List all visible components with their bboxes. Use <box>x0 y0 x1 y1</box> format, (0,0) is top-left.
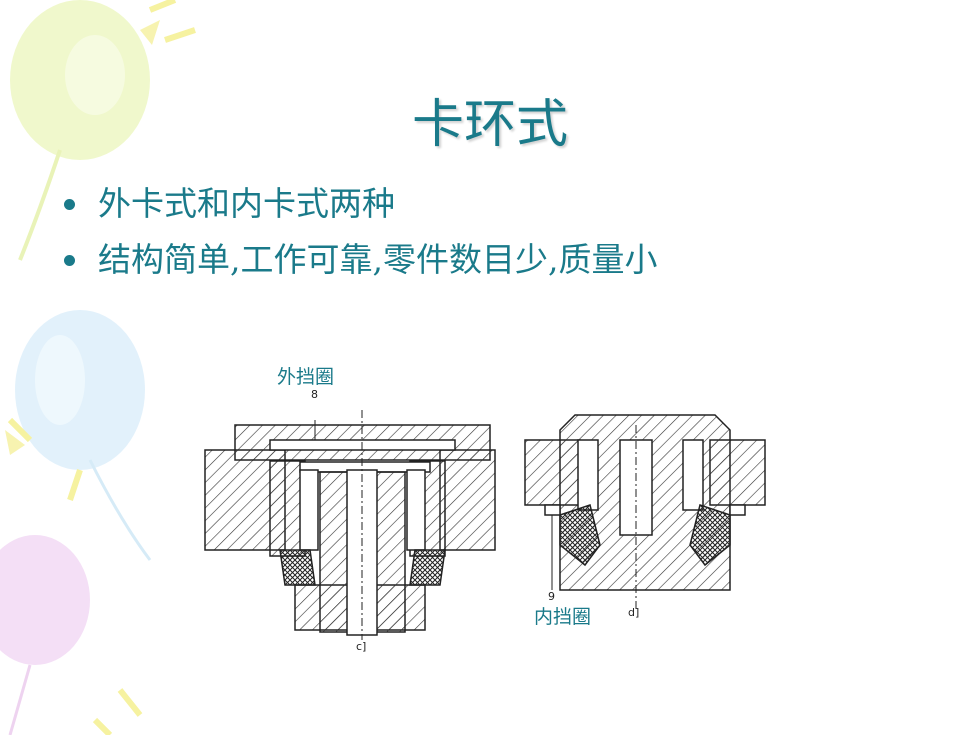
slide-title: 卡环式 <box>411 95 568 155</box>
bullet-text: 结构简单,工作可靠,零件数目少,质量小 <box>98 240 658 279</box>
outer-retaining-ring-label: 外挡圈 <box>277 366 335 388</box>
figure-caption: c] <box>356 640 367 653</box>
inner-retaining-ring-label: 内挡圈 <box>534 606 592 628</box>
bullet-text: 外卡式和内卡式两种 <box>98 184 395 223</box>
bullet-item: 结构简单,工作可靠,零件数目少,质量小 <box>62 238 657 294</box>
figure-caption: d] <box>628 606 640 619</box>
bullet-item: 外卡式和内卡式两种 <box>62 182 657 238</box>
part-number-label: 9 <box>548 590 555 603</box>
part-number-label: 8 <box>311 388 318 401</box>
bullet-list: 外卡式和内卡式两种 结构简单,工作可靠,零件数目少,质量小 <box>62 182 657 294</box>
bullet-dot-icon <box>64 255 75 266</box>
right-section-view <box>524 414 766 610</box>
left-section-view <box>204 410 496 640</box>
bullet-dot-icon <box>64 199 75 210</box>
